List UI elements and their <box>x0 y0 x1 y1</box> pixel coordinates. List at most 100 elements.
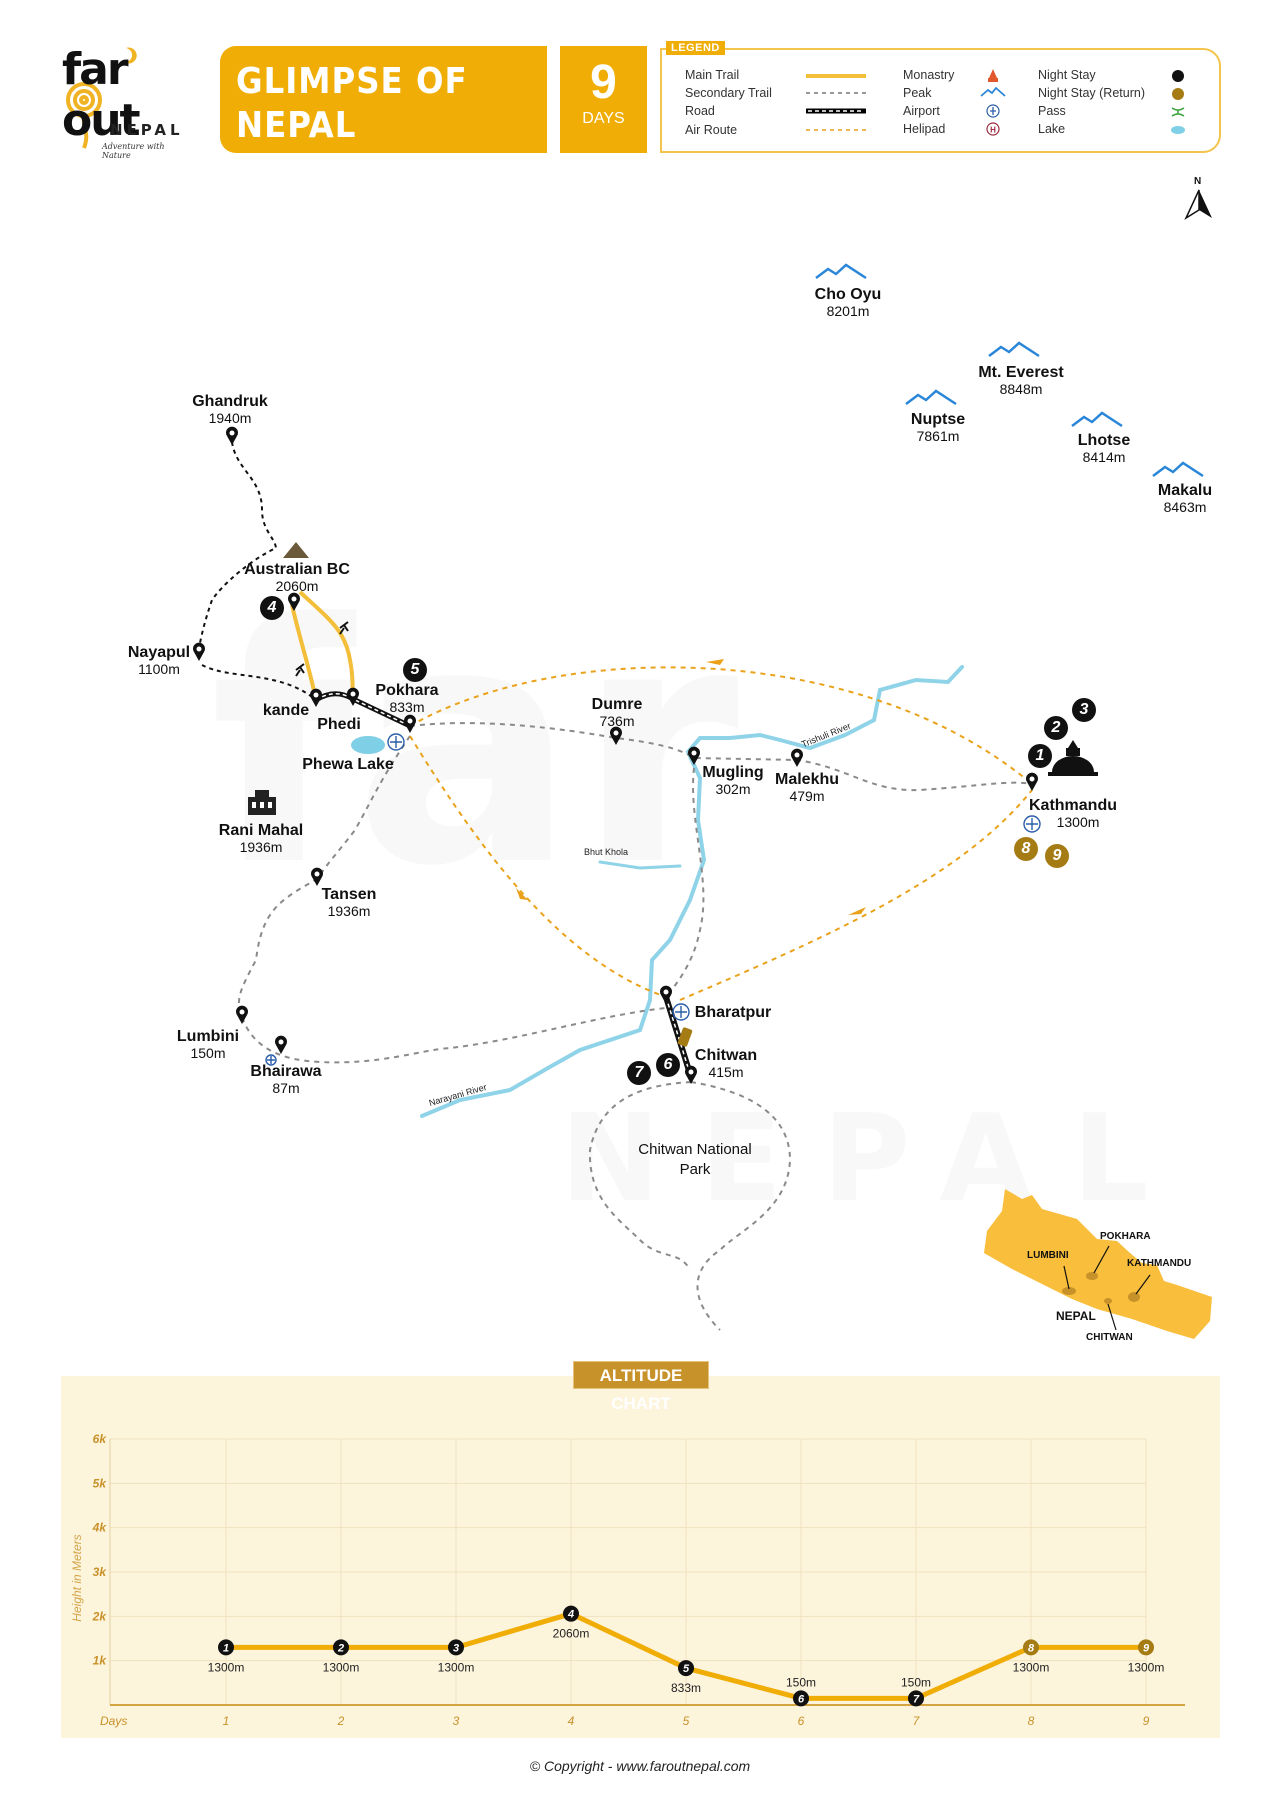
days-label: DAYS <box>582 110 625 127</box>
pin-bharatpur[interactable] <box>659 985 673 1005</box>
map-pin-icon <box>226 426 238 445</box>
point-day-label: 2 <box>337 1642 344 1654</box>
night-stay-icon <box>1172 70 1184 82</box>
black-trails <box>198 441 317 701</box>
x-tick-label: 6 <box>798 1714 805 1728</box>
phewa-lake <box>351 736 385 754</box>
night-stay-return-icon <box>1172 88 1184 100</box>
legend-monastry: Monastry <box>903 68 955 82</box>
day-marker-6: 6 <box>656 1053 680 1077</box>
point-value-label: 2060m <box>553 1627 590 1641</box>
minimap-kathmandu-dot <box>1128 1292 1140 1302</box>
y-tick-label: 5k <box>93 1476 108 1490</box>
map-pin-icon <box>1026 772 1038 791</box>
legend-airport: Airport <box>903 104 940 118</box>
altitude-point <box>678 1660 694 1677</box>
day-marker-5: 5 <box>403 658 427 682</box>
altitude-point <box>793 1690 809 1707</box>
pass-icon <box>1171 107 1185 117</box>
pin-kande[interactable] <box>309 688 323 708</box>
title-line-2: NEPAL <box>236 105 357 146</box>
lake-icon <box>1171 126 1185 134</box>
y-tick-label: 6k <box>93 1432 108 1446</box>
rani-mahal-icon <box>248 790 276 815</box>
legend-air-route: Air Route <box>685 123 738 137</box>
x-axis-label: Days <box>100 1714 127 1728</box>
pin-lumbini[interactable] <box>235 1005 249 1025</box>
pin-chitwan[interactable] <box>684 1065 698 1085</box>
nepal-minimap: POKHARA LUMBINI KATHMANDU NEPAL CHITWAN <box>984 1189 1212 1343</box>
legend-night-stay-return: Night Stay (Return) <box>1038 86 1145 100</box>
svg-text:far: far <box>210 554 741 938</box>
map-pin-icon <box>275 1035 287 1054</box>
pin-tansen[interactable] <box>310 867 324 887</box>
day-marker-3: 3 <box>1072 698 1096 722</box>
pin-pokhara[interactable] <box>403 714 417 734</box>
y-tick-label: 1k <box>93 1654 108 1668</box>
minimap-label-chitwan: CHITWAN <box>1086 1332 1133 1343</box>
y-tick-label: 4k <box>92 1521 108 1535</box>
airport-icons <box>265 733 1041 1066</box>
day-marker-9: 9 <box>1045 844 1069 868</box>
altitude-chart-title: ALTITUDE CHART <box>573 1361 709 1413</box>
point-day-label: 4 <box>567 1609 574 1621</box>
altitude-chart-panel <box>61 1376 1220 1738</box>
legend-title: LEGEND <box>666 41 725 55</box>
point-day-label: 9 <box>1143 1642 1150 1654</box>
point-value-label: 1300m <box>208 1660 245 1674</box>
rivers <box>420 665 964 1118</box>
bhut-khola-river <box>598 860 682 870</box>
place-kande: kande <box>262 702 310 719</box>
legend-secondary-trail: Secondary Trail <box>685 86 772 100</box>
pin-kathmandu[interactable] <box>1025 772 1039 792</box>
route-map: far NEPAL <box>198 263 1204 1331</box>
pin-mugling[interactable] <box>687 746 701 766</box>
pin-phedi[interactable] <box>346 687 360 707</box>
legend-line-symbols <box>806 74 866 131</box>
days-badge: 9 DAYS <box>560 46 647 153</box>
pin-malekhu[interactable] <box>790 748 804 768</box>
day-marker-2: 2 <box>1044 716 1068 740</box>
logo-tagline: Adventure with Nature <box>102 142 165 160</box>
legend-point-symbols: H <box>980 69 1006 136</box>
map-pin-icon <box>660 985 672 1004</box>
north-compass: N <box>1184 176 1214 220</box>
spiral-icon <box>66 82 102 149</box>
point-day-label: 8 <box>1028 1642 1035 1654</box>
point-day-label: 1 <box>223 1642 229 1654</box>
tent-icon <box>283 542 309 558</box>
point-day-label: 6 <box>798 1693 805 1705</box>
x-tick-label: 1 <box>223 1714 230 1728</box>
map-pin-icon <box>310 688 322 707</box>
stupa-icon <box>1048 740 1098 776</box>
svg-text:NEPAL: NEPAL <box>560 1090 1189 1229</box>
y-tick-label: 2k <box>92 1609 108 1623</box>
map-pin-icon <box>685 1065 697 1084</box>
pin-dumre[interactable] <box>609 726 623 746</box>
point-value-label: 1300m <box>323 1660 360 1674</box>
map-pin-icon <box>688 746 700 765</box>
map-pin-icon <box>347 687 359 706</box>
altitude-point <box>448 1639 464 1656</box>
legend <box>660 48 1221 153</box>
point-value-label: 1300m <box>1013 1660 1050 1674</box>
minimap-label-kathmandu: KATHMANDU <box>1127 1258 1191 1269</box>
legend-night-stay: Night Stay <box>1038 68 1096 82</box>
x-tick-label: 4 <box>568 1714 575 1728</box>
nepal-shape <box>984 1189 1212 1339</box>
pin-australian-bc[interactable] <box>287 592 301 612</box>
pin-nayapul[interactable] <box>192 642 206 662</box>
pin-bhairawa[interactable] <box>274 1035 288 1055</box>
pin-ghandruk[interactable] <box>225 426 239 446</box>
minimap-label-lumbini: LUMBINI <box>1027 1250 1069 1261</box>
map-pin-icon <box>610 726 622 745</box>
minimap-label-nepal: NEPAL <box>1056 1309 1096 1323</box>
altitude-point <box>1023 1639 1039 1656</box>
